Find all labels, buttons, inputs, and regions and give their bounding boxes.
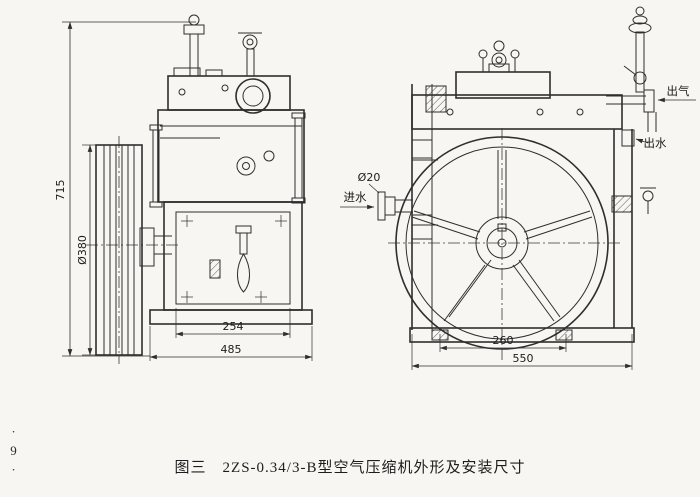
side-top-fittings (183, 14, 262, 77)
top-beam (411, 94, 623, 130)
side-view-dimensions: 715 Ø380 254 485 (54, 21, 313, 361)
mounting-cross-marks (181, 215, 287, 303)
figure-caption: 图三 2ZS-0.34/3-B型空气压缩机外形及安装尺寸 (174, 460, 526, 476)
dim-inlet-pipe-diameter: Ø20 (358, 171, 381, 184)
shutoff-valve (633, 71, 647, 85)
oil-drain-plug (209, 259, 221, 279)
dim-foot-spacing: 260 (493, 334, 514, 347)
dim-overall-height: 715 (54, 180, 67, 201)
front-view: 出气 出水 进水 Ø20 260 550 (340, 6, 696, 370)
label-air-outlet: 出气 (667, 84, 690, 98)
flywheel-hub (475, 216, 529, 270)
right-bracket (611, 195, 633, 213)
oil-dipstick (235, 225, 252, 293)
sight-glass (235, 78, 271, 114)
unloader-valve (238, 32, 262, 77)
t-handle-valve (183, 14, 205, 77)
water-inlet-fitting (377, 191, 413, 221)
dim-overall-width-front: 550 (513, 352, 534, 365)
flywheel-spokes (411, 150, 593, 322)
right-foot-pad (555, 329, 573, 341)
side-view: 715 Ø380 254 485 (54, 14, 313, 364)
base-front (409, 327, 635, 343)
flywheel-rim-inner (405, 146, 599, 340)
front-view-labels: 出气 出水 进水 Ø20 (340, 84, 696, 210)
page-number: ·9· (6, 424, 21, 481)
dim-crankcase-width: 254 (223, 320, 244, 333)
dim-pulley-diameter: Ø380 (76, 235, 89, 265)
cylinder-head-front (455, 71, 551, 99)
discharge-pipe (606, 89, 657, 214)
water-outlet-fitting (621, 129, 635, 147)
cylinder-block (157, 109, 305, 203)
flywheel (395, 136, 609, 350)
front-view-dimensions: 260 550 (411, 334, 633, 370)
keyway (497, 223, 507, 232)
air-cleaner (623, 6, 652, 93)
compressor-body-front (409, 71, 635, 343)
crankcase-cover (175, 211, 291, 305)
dim-overall-width-side: 485 (221, 343, 242, 356)
head-valve-cluster (478, 40, 520, 73)
label-water-outlet: 出水 (644, 136, 667, 150)
pulley-hub (139, 227, 155, 267)
pulley (95, 144, 172, 356)
drain-valve (642, 190, 654, 202)
left-bracket (425, 85, 447, 113)
label-water-inlet: 进水 (344, 191, 367, 204)
cylinder-head (167, 75, 291, 111)
valve-boss (236, 156, 256, 176)
compressor-body-side (149, 67, 313, 325)
side-pipes (149, 112, 306, 208)
compressor-figure: 715 Ø380 254 485 (54, 6, 696, 370)
